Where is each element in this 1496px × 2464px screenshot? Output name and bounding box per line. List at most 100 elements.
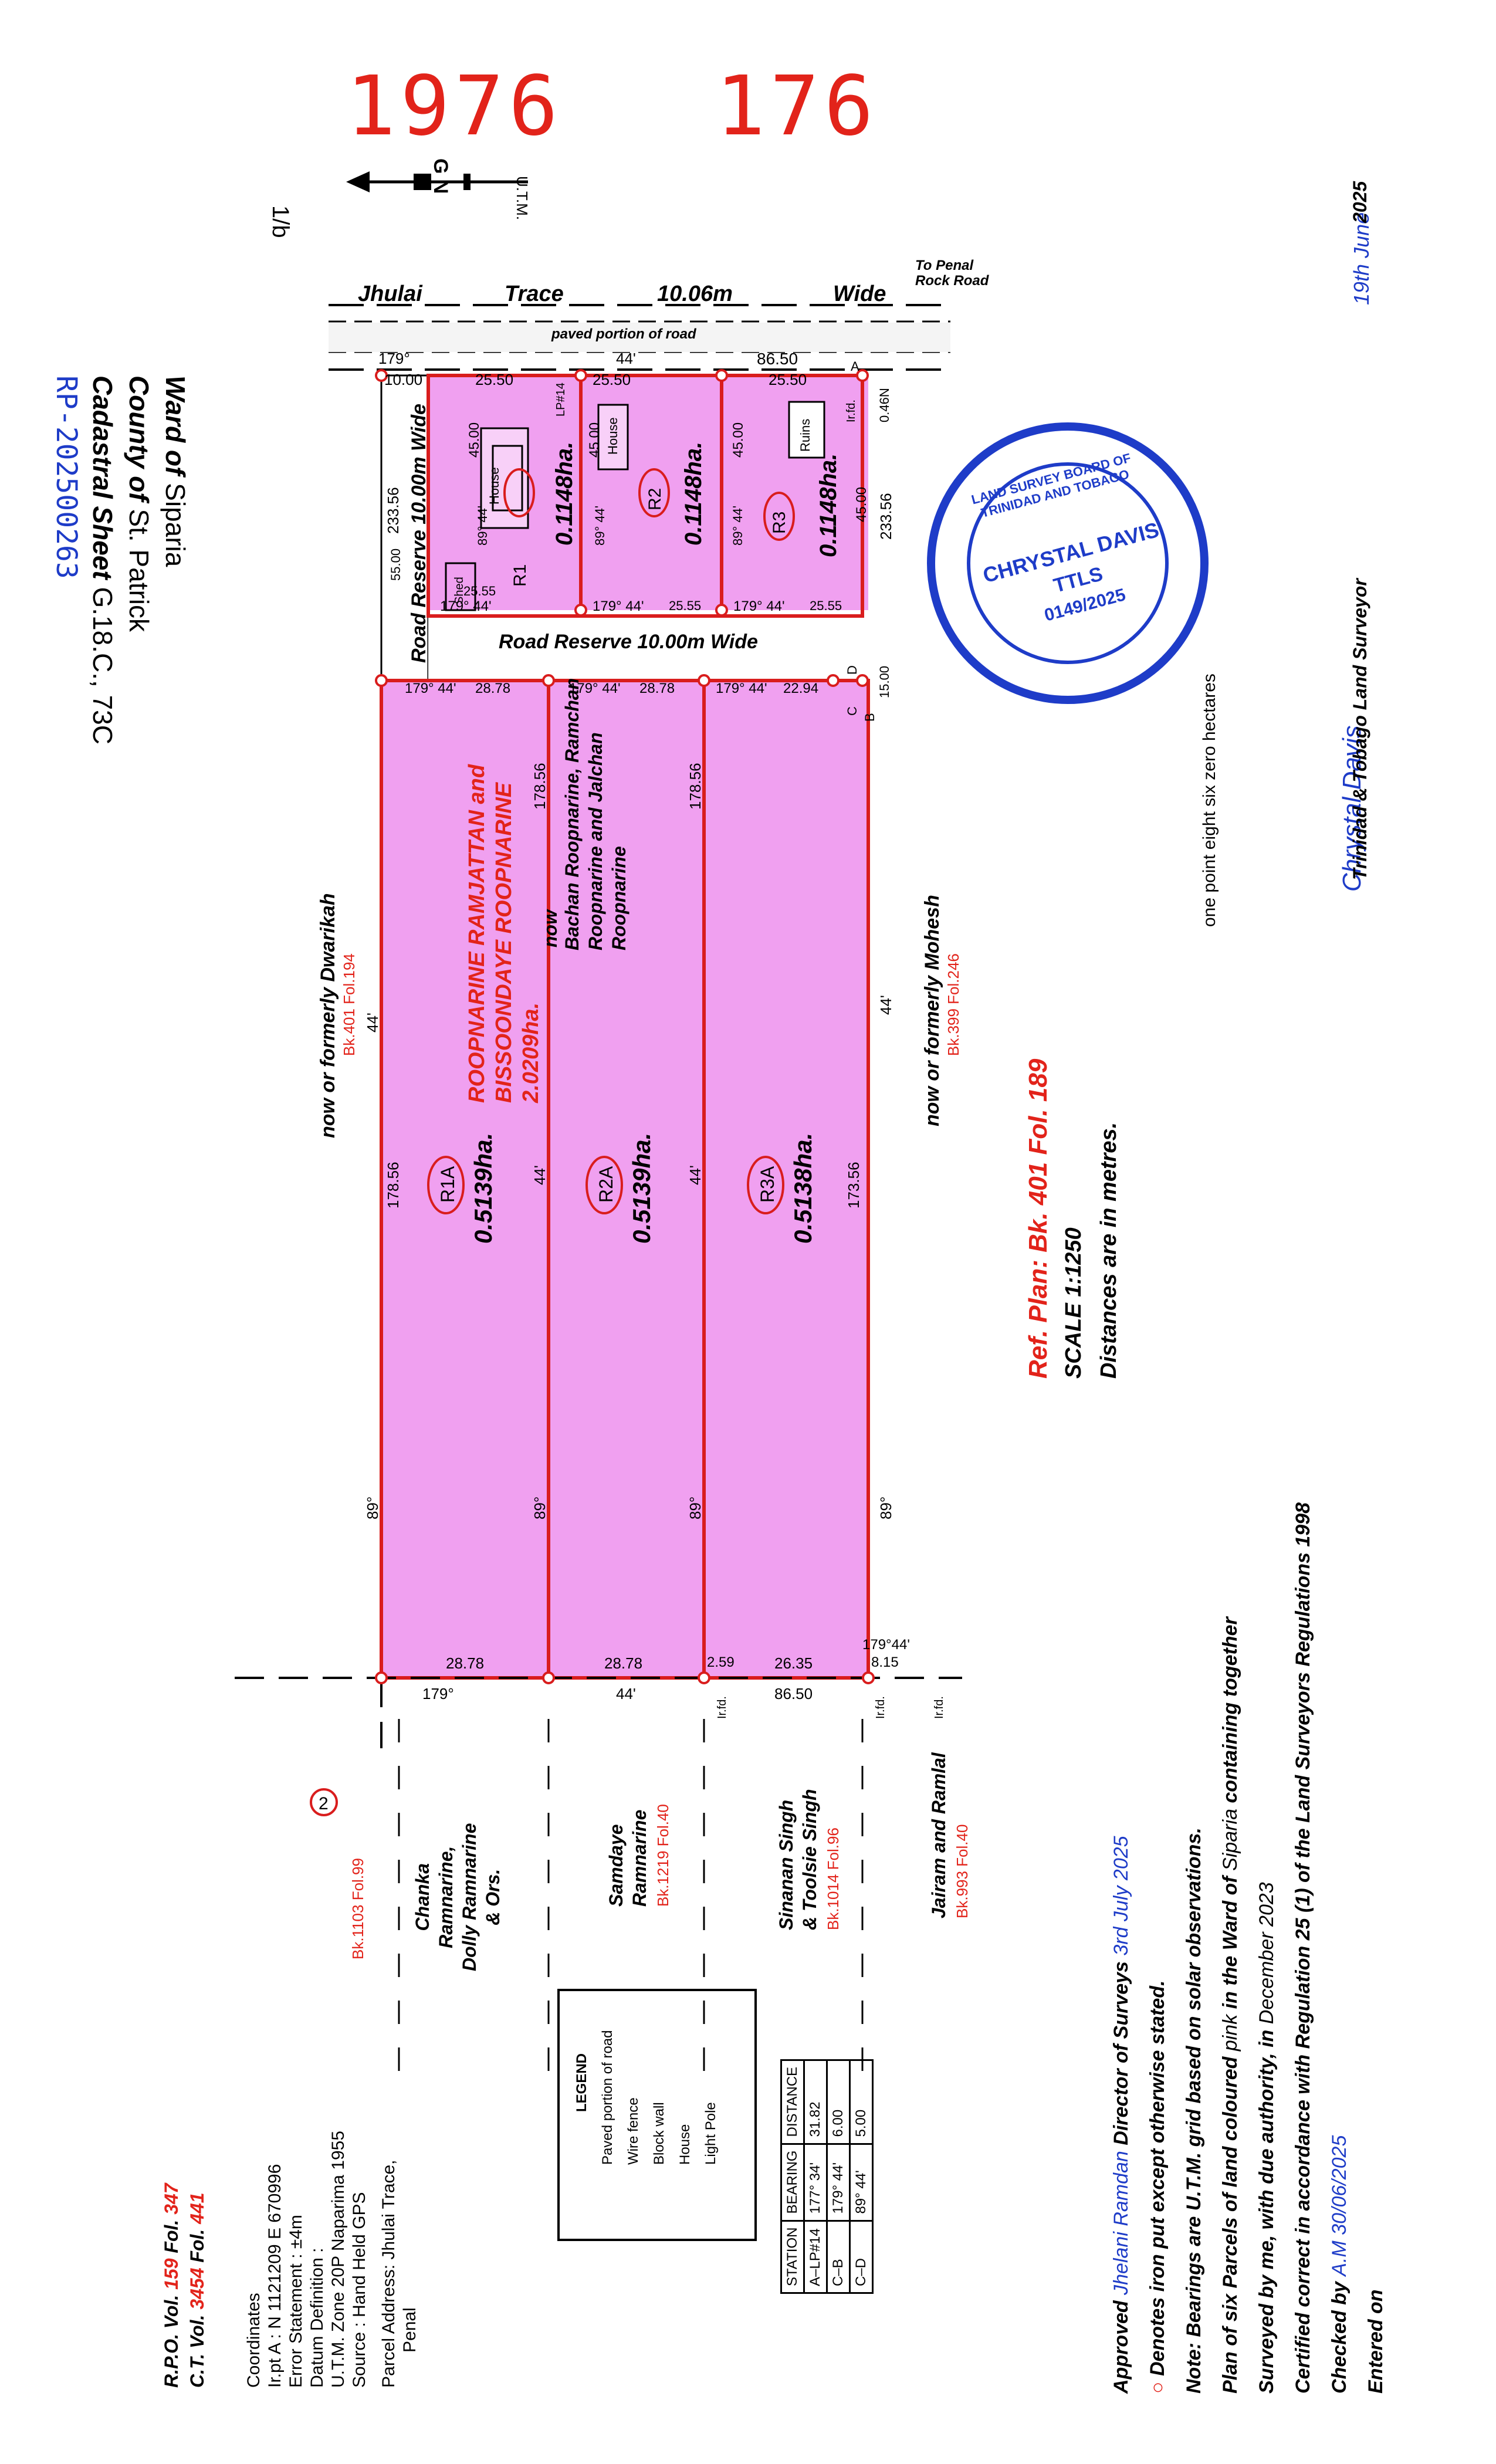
parcel-r2-house: House <box>605 417 620 455</box>
dim-2-59: 2.59 <box>707 1654 735 1670</box>
adj1-name-3: Dolly Ramnarine <box>459 1823 480 1971</box>
checked-label: Checked by <box>1328 2282 1351 2394</box>
plan-notes: Ref. Plan: Bk. 401 Fol. 189 SCALE 1:1250… <box>1021 1059 1126 1379</box>
circle-number: 2 <box>319 1794 329 1813</box>
dim-22-94: 22.94 <box>783 681 819 696</box>
parcel-r1-label: R1 <box>510 564 530 587</box>
file-number-1: 1976 <box>346 59 563 154</box>
road-direction-1: To Penal <box>915 258 974 273</box>
bearing-89-44-r1: 89° 44' <box>475 505 490 546</box>
legend: LEGEND Paved portion of road Wire fence … <box>569 2001 724 2165</box>
entered-label: Entered on <box>1365 2289 1387 2394</box>
station-header-row: STATION BEARING DISTANCE <box>781 2060 804 2293</box>
bearing-179-44-b: 179° 44' <box>569 681 621 696</box>
bearing-cell: 179° 44' <box>827 2144 850 2221</box>
dim-45-00-r1: 45.00 <box>466 422 482 458</box>
surveyor-title: Trinidad & Tobago Land Surveyor <box>1349 578 1370 880</box>
parcel-r3-area: 0.1148ha. <box>815 453 841 557</box>
survey-date: December 2023 <box>1255 1882 1278 2025</box>
bearing-89-44-r2: 89° 44' <box>593 505 607 546</box>
point-c: C <box>845 706 859 716</box>
surveyor-date: 19th June <box>1349 212 1374 305</box>
road-name-2: Trace <box>505 282 564 306</box>
shed-r1 <box>445 562 476 611</box>
road-reserve-vertical: Road Reserve 10.00m Wide <box>408 404 430 663</box>
parcel-fill <box>381 375 868 1678</box>
certification-notes: Approved Jhelani Ramdan Director of Surv… <box>1103 1502 1394 2394</box>
stamp-text: LAND SURVEY BOARD OF TRINIDAD AND TOBAGO… <box>958 445 1194 698</box>
dim-173-56: 173.56 <box>845 1162 862 1209</box>
bearing-179-44-r2: 179° 44' <box>593 598 644 614</box>
dim-28-78-bottom-a: 28.78 <box>446 1654 485 1672</box>
adjoining-bottom-ref: Bk.399 Fol.246 <box>945 953 962 1056</box>
dim-25-55-r3: 25.55 <box>810 598 842 613</box>
circle-ref: Bk.1103 Fol.99 <box>349 1858 367 1959</box>
house-r1 <box>480 427 529 529</box>
scale: SCALE 1:1250 <box>1061 1227 1086 1379</box>
ct-vol: 3454 <box>187 2267 208 2310</box>
error-label: Error Statement : ±4m <box>286 2215 306 2388</box>
bearing-179-44-c: 179° 44' <box>716 681 767 696</box>
owner-block: ROOPNARINE RAMJATTAN and BISSOONDAYE ROO… <box>463 764 544 1103</box>
dim-25-50-r2: 25.50 <box>593 371 631 388</box>
adj2-ref: Bk.1219 Fol.40 <box>654 1804 672 1907</box>
parcel-r2a-area: 0.5139ha. <box>628 1132 655 1244</box>
parcel-r3a-label: R3A <box>757 1166 778 1203</box>
certified-note: Certified correct in accordance with Reg… <box>1292 1502 1314 2394</box>
new-owner-2: Roopnarine and Jalchan <box>585 732 606 950</box>
bearing-89-44-r3: 89° 44' <box>730 505 745 546</box>
dim-10-00: 10.00 <box>384 371 423 388</box>
adj1-name-4: & Ors. <box>482 1869 503 1925</box>
parcel-r1-area: 0.1148ha. <box>551 441 577 546</box>
bearing-cell: 177° 34' <box>804 2144 827 2221</box>
table-row: A–LP#14 177° 34' 31.82 <box>804 2060 827 2293</box>
iron-found-b1: Ir.fd. <box>716 1696 729 1719</box>
dim-25-50-r1: 25.50 <box>475 371 514 388</box>
bearing-44-top: 44' <box>616 350 636 367</box>
point-a: A <box>851 359 859 374</box>
parcel-r1a-label: R1A <box>437 1166 458 1203</box>
bearing-44-b: 44' <box>531 1165 549 1185</box>
dim-28-78-a: 28.78 <box>475 681 511 696</box>
paved-road-label: paved portion of road <box>551 326 696 342</box>
adj3-name-1: Sinanan Singh <box>776 1799 797 1930</box>
bearing-44-bottom: 44' <box>616 1685 636 1703</box>
road-reserve-horizontal: Road Reserve 10.00m Wide <box>499 631 758 653</box>
iron-note: Denotes iron put except otherwise stated… <box>1146 1980 1169 2377</box>
dim-233-56-right: 233.56 <box>877 493 895 540</box>
address-line-2: Penal <box>400 2307 419 2353</box>
stamp-inner-ring <box>967 462 1169 664</box>
adj2-name-1: Samdaye <box>605 1824 627 1907</box>
owner-now: now <box>540 910 561 947</box>
distance-cell: 31.82 <box>804 2060 827 2144</box>
dim-86-50-top: 86.50 <box>757 350 798 368</box>
ct-label: C.T. Vol. <box>187 2314 208 2388</box>
pink-label: pink <box>1219 2014 1241 2052</box>
legend-light-pole: Light Pole <box>703 2102 719 2165</box>
adjoining-left-4: Jairam and Ramlal Bk.993 Fol.40 <box>927 1752 974 1918</box>
station-header: STATION <box>781 2221 804 2293</box>
bearings-note: Note: Bearings are U.T.M. grid based on … <box>1183 1827 1205 2394</box>
new-owner-3: Roopnarine <box>608 846 629 950</box>
bearing-44-c: 44' <box>686 1165 704 1185</box>
owner-line-2: BISSOONDAYE ROOPNARINE <box>492 782 516 1103</box>
surveyor-year: 2025 <box>1349 181 1370 223</box>
bearing-44-d: 44' <box>877 995 895 1015</box>
adjoining-top: now or formerly Dwarikah <box>317 893 339 1138</box>
table-row: C–D 89° 44' 5.00 <box>849 2060 873 2293</box>
bearing-cell: 89° 44' <box>849 2144 873 2221</box>
dim-25-55-r2: 25.55 <box>669 598 702 613</box>
utm-zone-label: U.T.M. Zone 20P Naparima 1955 <box>329 2130 348 2388</box>
legend-house: House <box>677 2124 693 2165</box>
table-row: C–B 179° 44' 6.00 <box>827 2060 850 2293</box>
bearing-89-c: 89° <box>686 1496 704 1519</box>
road-width: 10.06m <box>657 282 733 306</box>
adj2-name-2: Ramnarine <box>629 1809 650 1907</box>
plan-of: Plan of six Parcels of land coloured <box>1219 2056 1241 2394</box>
bearing-179-top: 179° <box>378 350 410 367</box>
road-name-1: Jhulai <box>358 282 422 306</box>
parcel-r3-building: Ruins <box>798 418 813 452</box>
bearing-179-44-bottom: 179°44' <box>862 1637 910 1653</box>
parcel-r3a-area: 0.5138ha. <box>789 1132 817 1244</box>
